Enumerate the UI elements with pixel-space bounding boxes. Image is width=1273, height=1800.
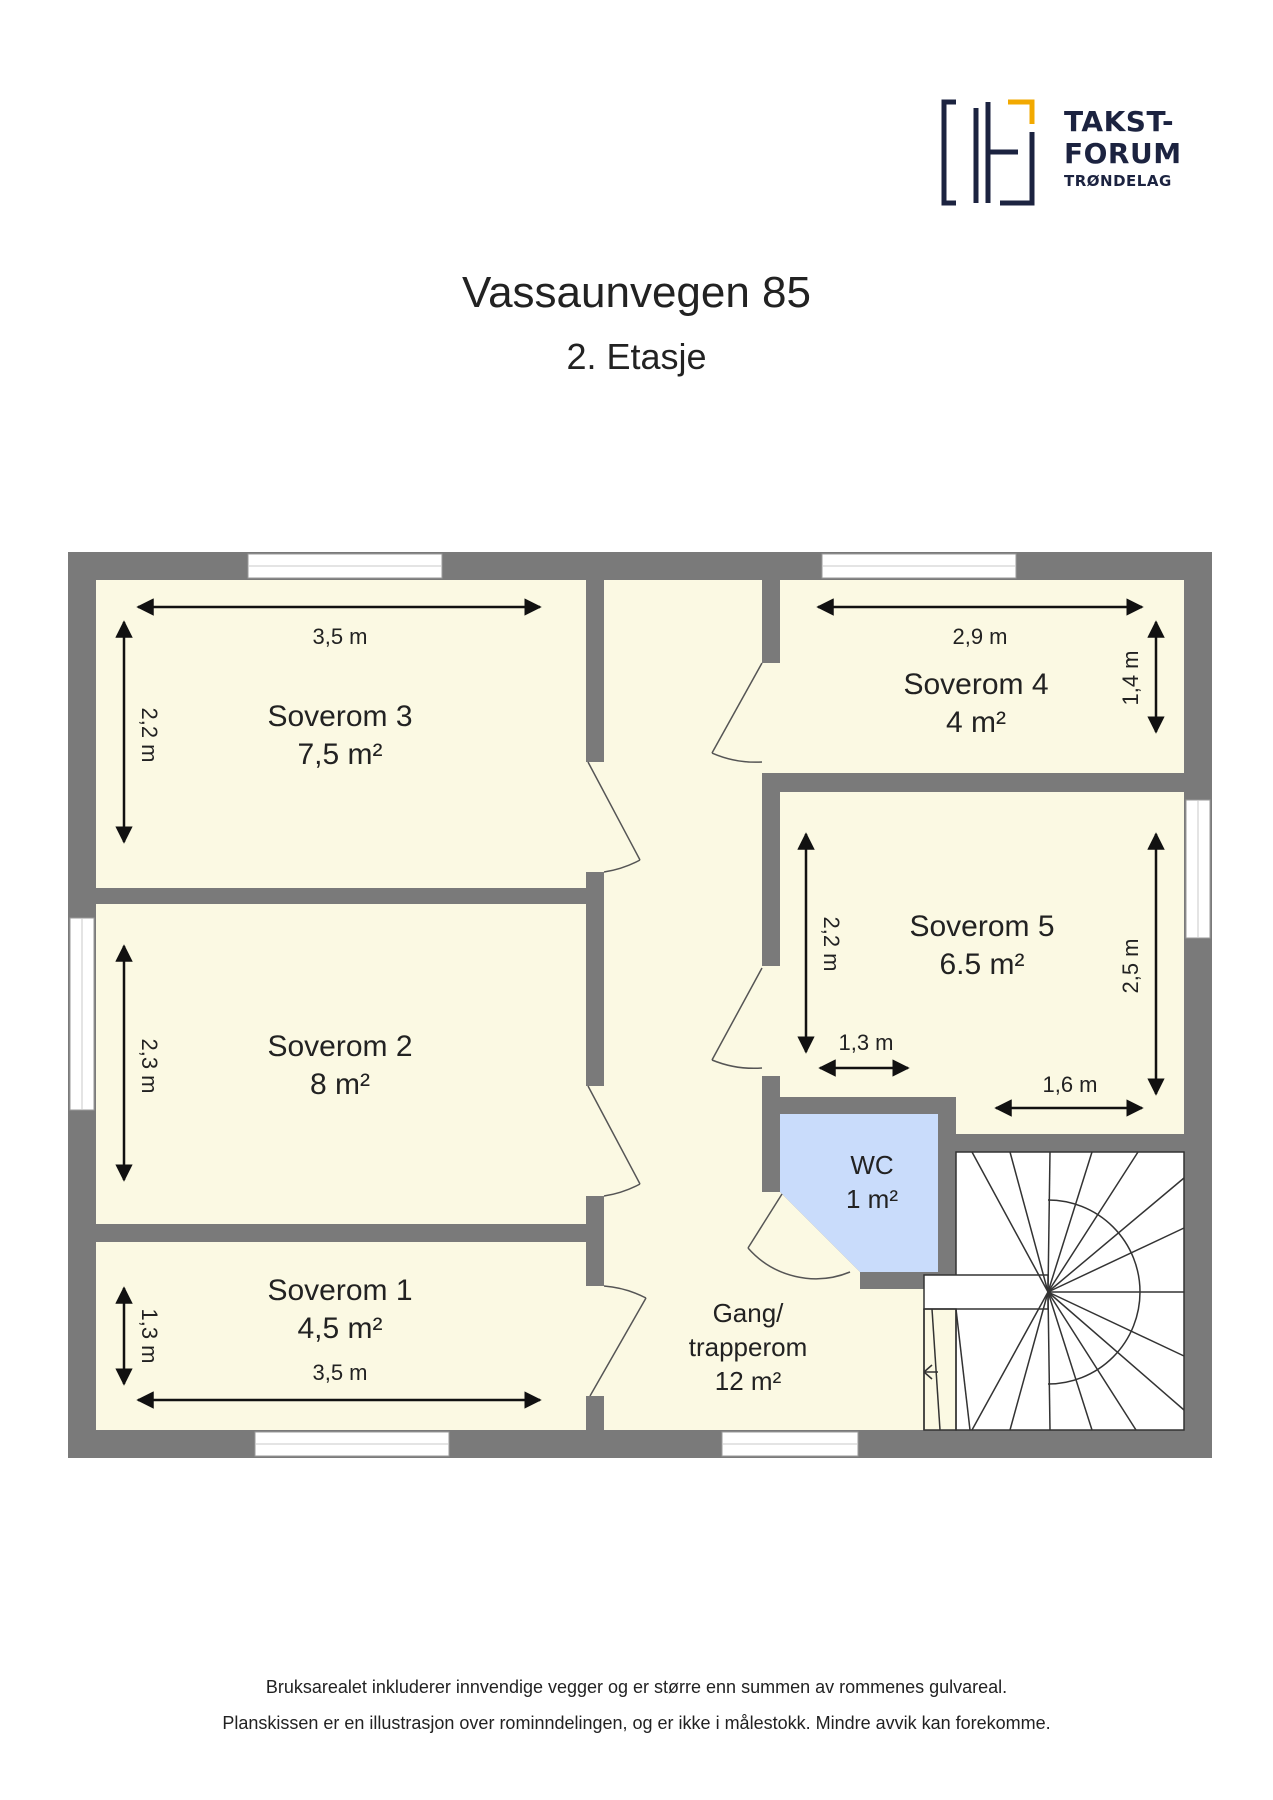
footer-note-2: Planskissen er en illustrasjon over romi…: [222, 1713, 1051, 1733]
gang-name-1: Gang/: [713, 1298, 785, 1328]
door-swings: [587, 662, 851, 1397]
soverom5-depth-left-label: 2,2 m: [819, 916, 844, 971]
soverom1-width-label: 3,5 m: [312, 1360, 367, 1385]
logo-accent-icon: [1008, 99, 1035, 124]
logo-text: TAKST- FORUM TRØNDELAG: [1064, 108, 1182, 189]
soverom5-width-bottom-label: 1,6 m: [1042, 1072, 1097, 1097]
soverom4-depth-label: 1,4 m: [1118, 650, 1143, 705]
room-soverom3: [96, 580, 586, 888]
soverom3-width-label: 3,5 m: [312, 624, 367, 649]
soverom5-area: 6.5 m²: [939, 948, 1024, 981]
room-wc: [780, 1114, 938, 1272]
page-subtitle: 2. Etasje: [566, 336, 707, 377]
stair-bottom-area: [923, 1308, 957, 1431]
soverom3-area: 7,5 m²: [297, 738, 382, 771]
soverom4-width-label: 2,9 m: [952, 624, 1007, 649]
logo-line-3: TRØNDELAG: [1064, 172, 1172, 190]
soverom1-depth-label: 1,3 m: [137, 1308, 162, 1363]
soverom3-depth-label: 2,2 m: [137, 707, 162, 762]
logo-line-2: FORUM: [1064, 137, 1182, 170]
soverom4-area: 4 m²: [946, 706, 1006, 739]
door-gap-soverom5: [762, 966, 780, 1076]
door-gap-soverom4: [762, 663, 780, 773]
page-title: Vassaunvegen 85: [461, 268, 811, 317]
staircase: [923, 1151, 1185, 1431]
soverom1-name: Soverom 1: [267, 1274, 412, 1307]
soverom5-depth-right-label: 2,5 m: [1118, 938, 1143, 993]
soverom5-name: Soverom 5: [909, 910, 1054, 943]
room-soverom2: [96, 904, 586, 1224]
room-soverom5: [780, 792, 1184, 1134]
soverom4-name: Soverom 4: [903, 668, 1048, 701]
logo-mark-icon: [941, 99, 1035, 206]
soverom5-width-small-label: 1,3 m: [838, 1030, 893, 1055]
takstforum-logo: [941, 99, 1035, 206]
soverom3-name: Soverom 3: [267, 700, 412, 733]
dimension-arrows: [115, 598, 1165, 1409]
gang-area: 12 m²: [715, 1366, 782, 1396]
gang-name-2: trapperom: [689, 1332, 808, 1362]
door-gap-soverom1: [586, 1286, 604, 1396]
soverom2-area: 8 m²: [310, 1068, 370, 1101]
footer-note-1: Bruksarealet inkluderer innvendige vegge…: [265, 1677, 1008, 1697]
door-gap-soverom2: [586, 1086, 604, 1196]
soverom2-name: Soverom 2: [267, 1030, 412, 1063]
soverom1-area: 4,5 m²: [297, 1312, 382, 1345]
wc-area: 1 m²: [846, 1184, 898, 1214]
soverom2-depth-label: 2,3 m: [137, 1038, 162, 1093]
wc-name: WC: [850, 1150, 893, 1180]
logo-line-1: TAKST-: [1064, 105, 1175, 138]
door-gap-soverom3: [586, 762, 604, 872]
wc-door-opening: [762, 1192, 860, 1289]
